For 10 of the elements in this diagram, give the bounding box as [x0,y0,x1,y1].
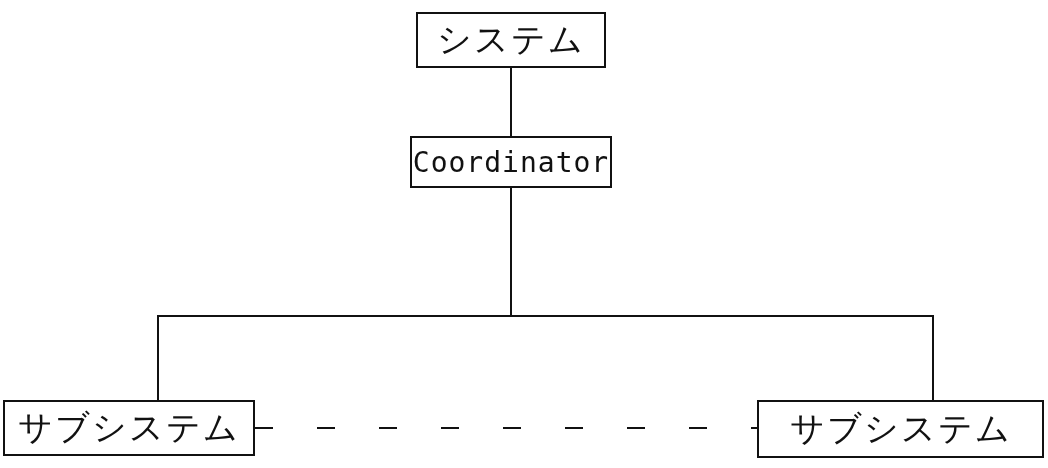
box-label: サブシステム [789,407,1012,450]
process-box [757,400,1044,458]
connector-line [510,67,512,137]
process-box [416,12,606,68]
box-label: サブシステム [18,406,240,449]
box-label: Coordinator [412,145,610,179]
process-box [410,136,612,188]
box-label: システム [437,18,585,61]
process-box [3,400,255,456]
dashed-connector [254,427,758,429]
